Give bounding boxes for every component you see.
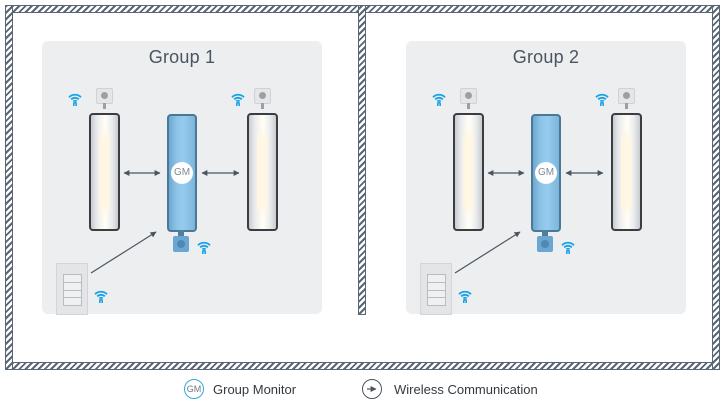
sensor-mount: [103, 103, 106, 109]
group-title: Group 2: [512, 47, 580, 67]
wireless-arrows: [90, 170, 240, 274]
gm-sensor-mount: [178, 230, 184, 237]
gm-occupancy-sensor: [173, 236, 189, 252]
group-panel-1: Group 1 GM: [42, 41, 322, 315]
gm-occupancy-sensor: [537, 236, 553, 252]
group-monitor-fixture: GM: [531, 114, 561, 232]
light-fixture-right: [247, 113, 278, 231]
wall-keypad: [56, 263, 88, 315]
gm-circle-icon: GM: [184, 379, 204, 399]
legend-label-wireless-communication: Wireless Communication: [394, 382, 538, 397]
wireless-arrows: [454, 170, 604, 274]
keypad-buttons: [63, 274, 82, 306]
sensor-mount: [467, 103, 470, 109]
arrow-circle-icon: [362, 379, 382, 399]
light-fixture-left: [89, 113, 120, 231]
legend-label-group-monitor: Group Monitor: [213, 382, 297, 397]
light-fixture-right: [611, 113, 642, 231]
outer-wall-left: [5, 5, 13, 370]
divider-wall: [358, 5, 366, 315]
wireless-arrow: [454, 231, 521, 274]
wireless-arrow: [90, 231, 157, 274]
light-fixture-left: [453, 113, 484, 231]
sensor-mount: [625, 103, 628, 109]
gm-badge: GM: [535, 162, 557, 184]
group-monitor-fixture: GM: [167, 114, 197, 232]
gm-badge: GM: [171, 162, 193, 184]
occupancy-sensor: [96, 88, 113, 104]
group-panel-2: Group 2 GM: [406, 41, 686, 315]
sensor-mount: [261, 103, 264, 109]
outer-wall-bottom: [5, 362, 720, 370]
outer-wall-right: [712, 5, 720, 370]
gm-sensor-mount: [542, 230, 548, 237]
group-title: Group 1: [148, 47, 216, 67]
wall-keypad: [420, 263, 452, 315]
keypad-buttons: [427, 274, 446, 306]
